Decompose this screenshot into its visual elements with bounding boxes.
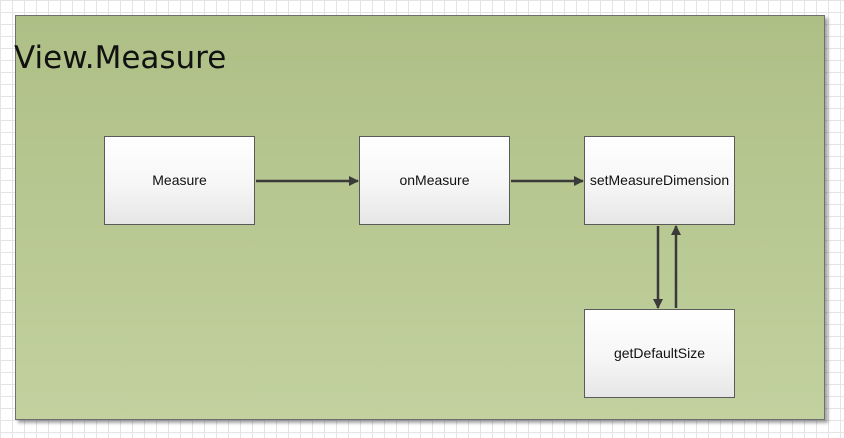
- node-get-default-size[interactable]: getDefaultSize: [584, 309, 735, 398]
- node-measure-label: Measure: [152, 172, 207, 188]
- node-get-default-size-label: getDefaultSize: [613, 345, 706, 361]
- node-on-measure[interactable]: onMeasure: [359, 136, 510, 225]
- node-set-measure-dimension[interactable]: setMeasureDimension: [584, 136, 735, 225]
- node-set-measure-dimension-label: setMeasureDimension: [589, 172, 730, 188]
- node-on-measure-label: onMeasure: [399, 172, 470, 188]
- diagram-title: View.Measure: [14, 40, 227, 76]
- node-measure[interactable]: Measure: [104, 136, 255, 225]
